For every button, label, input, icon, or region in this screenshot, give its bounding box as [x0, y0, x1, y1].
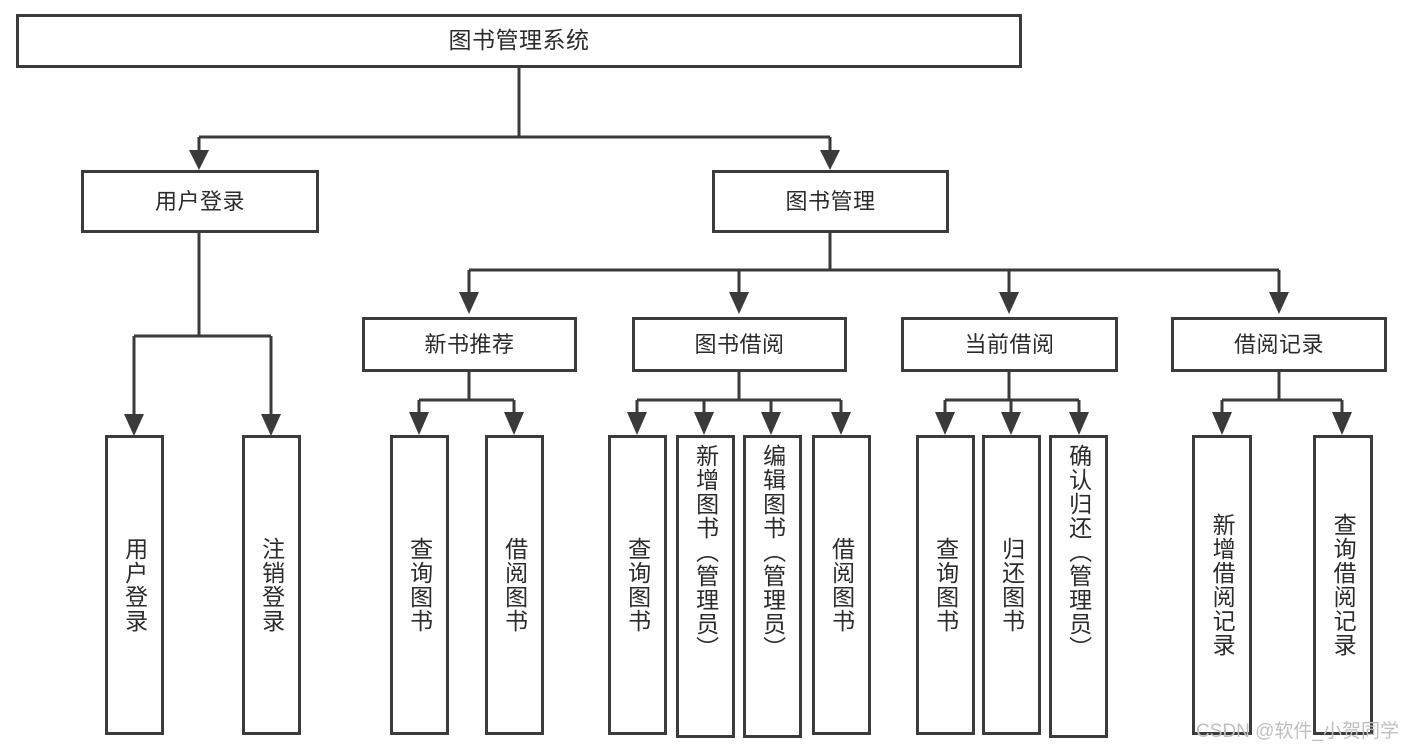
- leaf-label: 借阅图书: [828, 537, 855, 633]
- leaf-add-book-admin[interactable]: 新增图书（管理员）: [676, 435, 735, 738]
- leaf-borrow-books[interactable]: 借阅图书: [812, 435, 871, 735]
- leaf-logout-login[interactable]: 注销登录: [242, 435, 301, 735]
- node-label: 图书借阅: [694, 331, 785, 357]
- node-current-borrowing[interactable]: 当前借阅: [901, 317, 1118, 372]
- node-user-login[interactable]: 用户登录: [81, 170, 319, 233]
- leaf-label: 新增图书（管理员）: [692, 444, 719, 660]
- leaf-confirm-return-admin[interactable]: 确认归还（管理员）: [1049, 435, 1108, 738]
- node-label: 借阅记录: [1233, 331, 1324, 357]
- leaf-query-books-borrow[interactable]: 查询图书: [608, 435, 667, 735]
- node-new-book-recommendation[interactable]: 新书推荐: [362, 317, 577, 372]
- leaf-label: 编辑图书（管理员）: [759, 444, 786, 660]
- leaf-label: 归还图书: [998, 537, 1025, 633]
- leaf-label: 新增借阅记录: [1209, 513, 1236, 657]
- node-label: 图书管理: [785, 188, 876, 214]
- node-borrowing-record[interactable]: 借阅记录: [1171, 317, 1387, 372]
- node-book-borrowing[interactable]: 图书借阅: [632, 317, 847, 372]
- node-root-book-management-system[interactable]: 图书管理系统: [16, 14, 1022, 68]
- leaf-label: 借阅图书: [501, 537, 528, 633]
- watermark-text: CSDN @软件_小贺同学: [1196, 721, 1399, 742]
- leaf-borrow-books-recommend[interactable]: 借阅图书: [485, 435, 544, 735]
- leaf-add-borrow-record[interactable]: 新增借阅记录: [1192, 435, 1252, 735]
- node-label: 用户登录: [154, 188, 245, 214]
- leaf-query-borrow-record[interactable]: 查询借阅记录: [1313, 435, 1373, 735]
- leaf-query-books-recommend[interactable]: 查询图书: [390, 435, 449, 735]
- node-label: 当前借阅: [964, 331, 1055, 357]
- node-label: 新书推荐: [424, 331, 515, 357]
- leaf-query-books-current[interactable]: 查询图书: [916, 435, 975, 735]
- leaf-label: 用户登录: [121, 537, 148, 633]
- leaf-return-books[interactable]: 归还图书: [982, 435, 1041, 735]
- leaf-edit-book-admin[interactable]: 编辑图书（管理员）: [743, 435, 802, 738]
- leaf-label: 查询图书: [406, 537, 433, 633]
- leaf-label: 查询图书: [932, 537, 959, 633]
- leaf-label: 查询借阅记录: [1330, 513, 1357, 657]
- node-label: 图书管理系统: [448, 27, 590, 54]
- leaf-label: 确认归还（管理员）: [1065, 444, 1092, 660]
- node-book-management[interactable]: 图书管理: [712, 170, 949, 233]
- leaf-label: 查询图书: [624, 537, 651, 633]
- leaf-label: 注销登录: [258, 537, 285, 633]
- leaf-user-login[interactable]: 用户登录: [105, 435, 164, 735]
